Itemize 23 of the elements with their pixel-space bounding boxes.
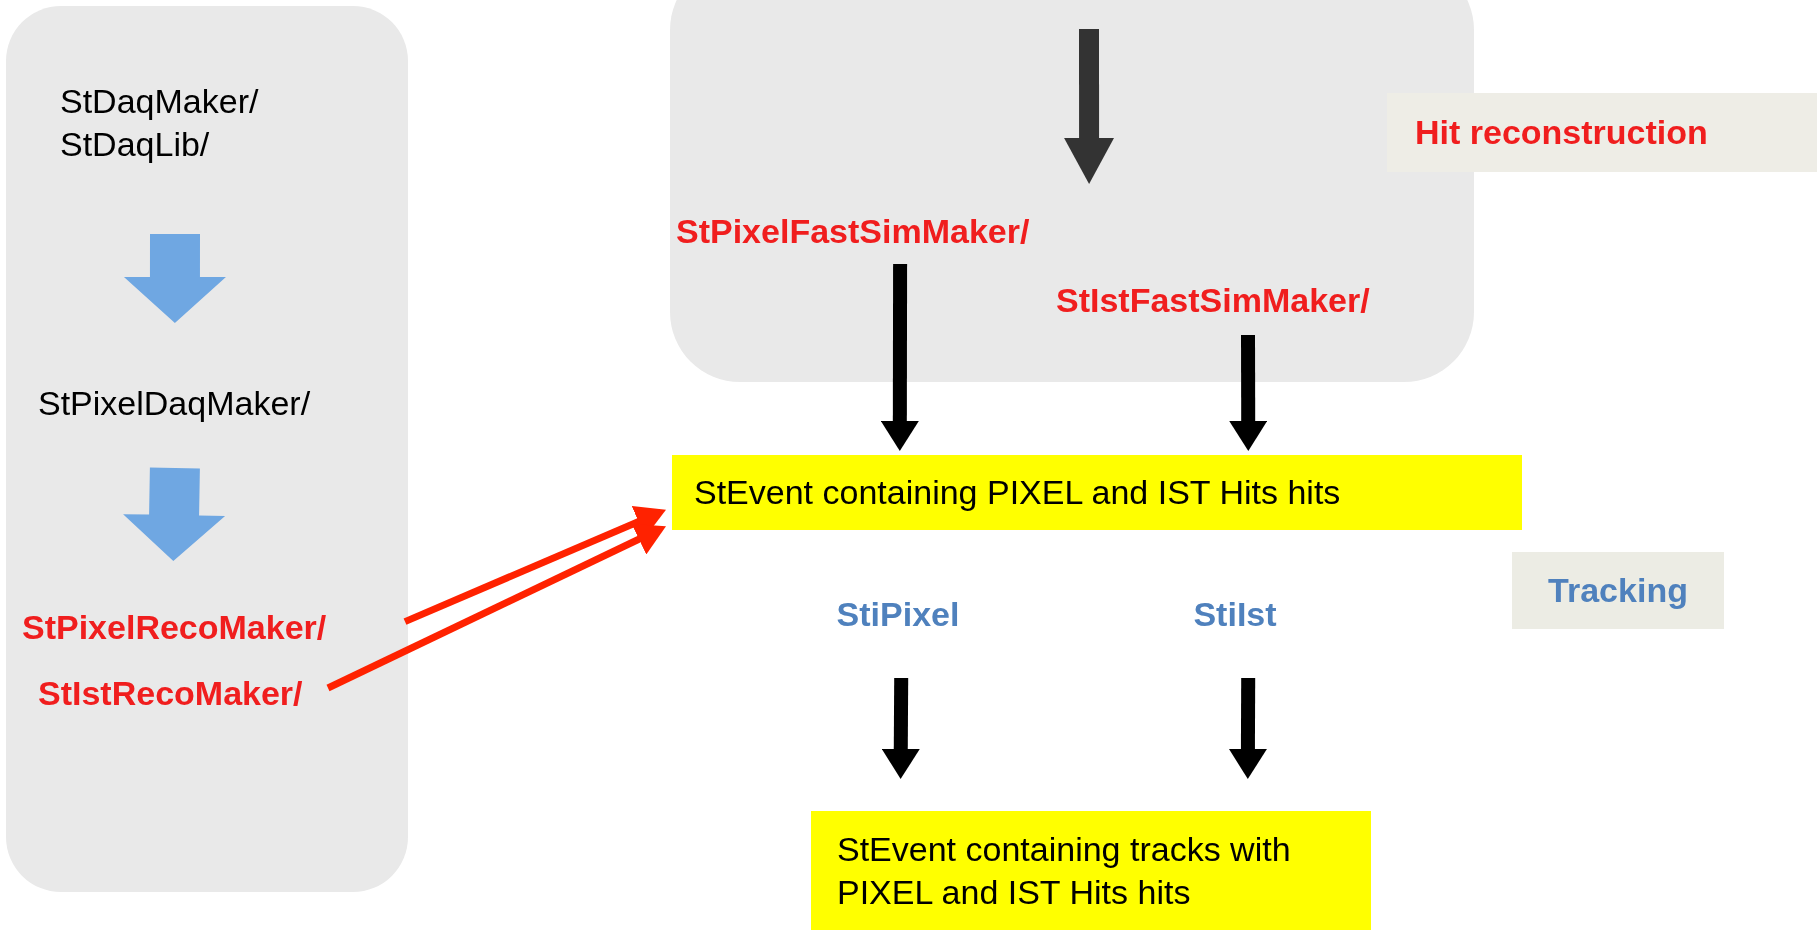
arrow [123,467,226,561]
arrow [326,523,666,692]
module-label: StiPixel [818,590,978,638]
arrow [403,505,666,625]
arrow [1228,677,1267,779]
module-label: StIstFastSimMaker/ [1056,275,1456,325]
module-label: StiIst [1180,590,1290,638]
module-label: StPixelDaqMaker/ [38,322,408,458]
arrow [880,264,919,451]
result-box: StEvent containing PIXEL and IST Hits hits [672,455,1522,530]
module-label: StPixelRecoMaker/ [22,560,408,648]
module-label: StDaqMaker/ StDaqLib/ [60,80,290,230]
arrow [123,233,226,323]
arrow [1229,334,1268,451]
module-label: StIstRecoMaker/ [38,668,328,718]
stage-band: Hit reconstruction [1387,93,1817,172]
group-panel [670,0,1474,382]
module-label: StPixelFastSimMaker/ [676,206,1126,256]
arrow [1064,29,1115,184]
group-panel [6,6,408,892]
arrow [881,677,920,779]
result-box: StEvent containing tracks with PIXEL and IST Hits hits [811,811,1371,930]
stage-band: Tracking [1512,552,1724,629]
